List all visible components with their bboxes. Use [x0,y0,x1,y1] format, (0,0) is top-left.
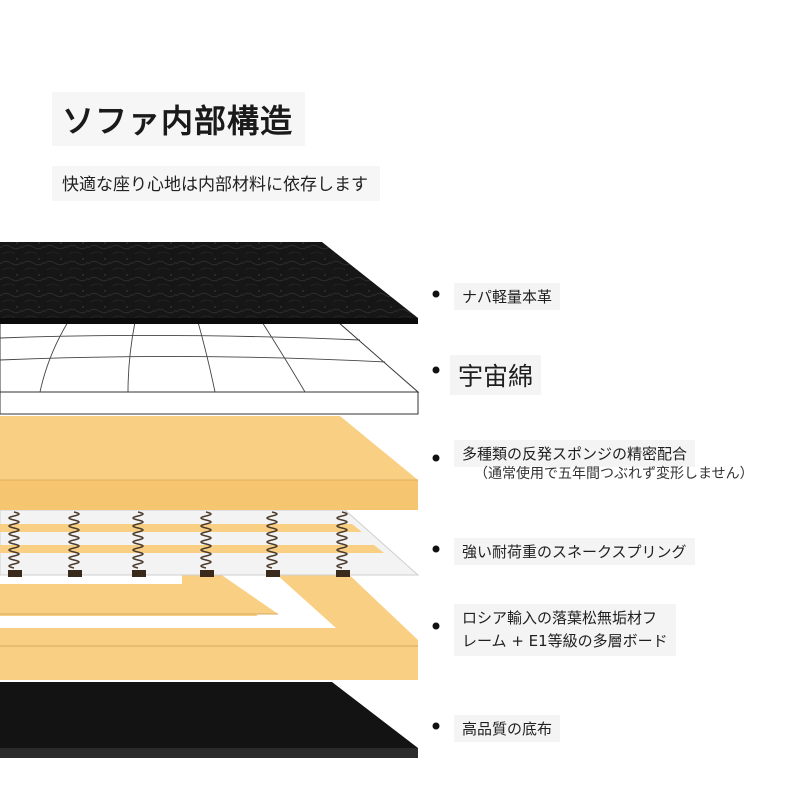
spring-clip [336,570,350,577]
spring-clip [132,570,146,577]
label-foam: 多種類の反発スポンジの精密配合 [454,440,696,467]
leader-dot-foam [432,454,440,462]
wood-frame-layer [0,566,418,680]
leader-dot-springs [432,545,440,553]
leader-dot-padding [432,366,440,374]
label-frame: ロシア輸入の落葉松無垢材フ レーム + E1等級の多層ボード [454,604,676,656]
spring-clip [200,570,214,577]
spring-clip [68,570,82,577]
spring-coil [266,511,278,569]
leader-dot-frame [432,622,440,630]
snake-springs [8,511,350,577]
spring-coil [132,511,144,569]
label-frame-line1: ロシア輸入の落葉松無垢材フ [462,609,658,627]
spring-coil [336,511,348,569]
leader-dot-base [432,722,440,730]
spring-coil [200,511,212,569]
label-frame-line2: レーム + E1等級の多層ボード [462,632,668,650]
spring-layer [0,509,420,577]
leather-layer [0,242,418,324]
leader-dots [432,290,440,730]
page-title: ソファ内部構造 [52,92,306,146]
space-cotton-layer [0,321,420,415]
label-padding: 宇宙綿 [450,355,542,395]
foam-layer [0,416,418,510]
label-springs: 強い耐荷重のスネークスプリング [454,538,695,565]
label-leather: ナパ軽量本革 [454,283,561,310]
spring-coil [8,511,20,569]
leader-dot-leather [432,290,440,298]
spring-clip [266,570,280,577]
spring-coil [68,511,80,569]
base-fabric-layer [0,682,418,758]
label-base: 高品質の底布 [454,715,561,742]
label-foam-note: （通常使用で五年間つぶれず変形しません） [474,466,754,482]
spring-clip [8,570,22,577]
page-subtitle: 快適な座り心地は内部材料に依存します [52,166,380,201]
